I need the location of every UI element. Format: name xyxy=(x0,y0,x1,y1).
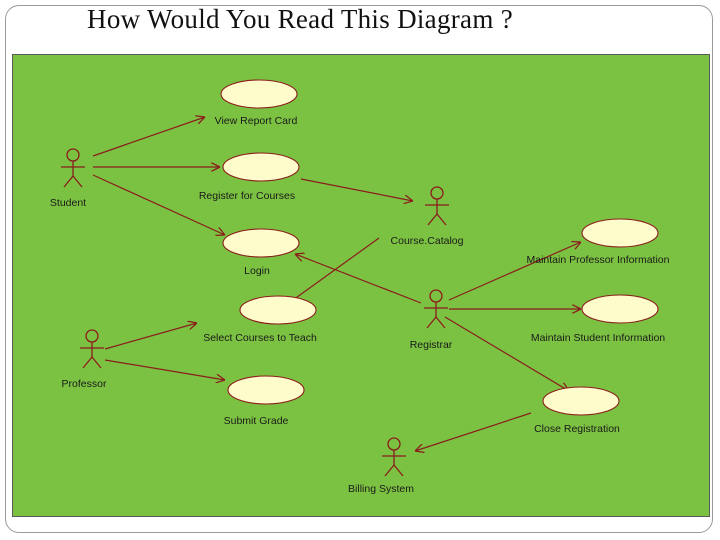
actor-label-student: Student xyxy=(49,197,87,209)
slide-title: How Would You Read This Diagram ? xyxy=(87,4,513,34)
use-case-label-register-for-courses: Register for Courses xyxy=(198,190,296,202)
registrar-to-close-registration xyxy=(444,316,569,391)
maintain-professor-information-ellipse xyxy=(581,218,659,248)
student-actor-icon xyxy=(60,148,86,188)
professor-to-submit-grade xyxy=(104,359,225,380)
use-case-label-login: Login xyxy=(244,265,270,277)
use-case-label-submit-grade: Submit Grade xyxy=(223,415,289,427)
registrar-actor-icon xyxy=(423,289,449,329)
actor-label-professor: Professor xyxy=(61,378,107,390)
register-for-courses-ellipse xyxy=(222,152,300,182)
registrar-to-maintain-professor-info xyxy=(448,242,581,301)
view-report-card-ellipse xyxy=(220,79,298,109)
registrar-to-login xyxy=(295,254,422,304)
professor-to-select-courses xyxy=(104,323,197,350)
use-case-label-maintain-student-information: Maintain Student Information xyxy=(530,332,666,344)
course-catalog-actor-icon xyxy=(424,186,450,226)
register-to-course-catalog xyxy=(300,178,413,201)
close-registration-to-billing-system xyxy=(415,412,532,451)
use-case-label-close-registration: Close Registration xyxy=(534,423,620,435)
student-to-login xyxy=(92,174,225,235)
use-case-label-select-courses-to-teach: Select Courses to Teach xyxy=(203,332,317,344)
professor-actor-icon xyxy=(79,329,105,369)
billing-system-actor-icon xyxy=(381,437,407,477)
actor-label-registrar: Registrar xyxy=(409,339,453,351)
submit-grade-ellipse xyxy=(227,375,305,405)
diagram-canvas: View Report Card Student Register for Co… xyxy=(12,54,710,517)
student-to-view-report-card xyxy=(92,117,205,157)
close-registration-ellipse xyxy=(542,386,620,416)
use-case-diagram xyxy=(60,79,659,477)
actor-label-billing-system: Billing System xyxy=(348,483,414,495)
actor-label-course-catalog: Course.Catalog xyxy=(390,235,464,247)
maintain-student-information-ellipse xyxy=(581,294,659,324)
select-courses-to-teach-ellipse xyxy=(239,295,317,325)
use-case-label-view-report-card: View Report Card xyxy=(214,115,298,127)
course-catalog-to-select-courses xyxy=(292,237,380,301)
login-ellipse xyxy=(222,228,300,258)
use-case-label-maintain-professor-information: Maintain Professor Information xyxy=(526,254,670,266)
